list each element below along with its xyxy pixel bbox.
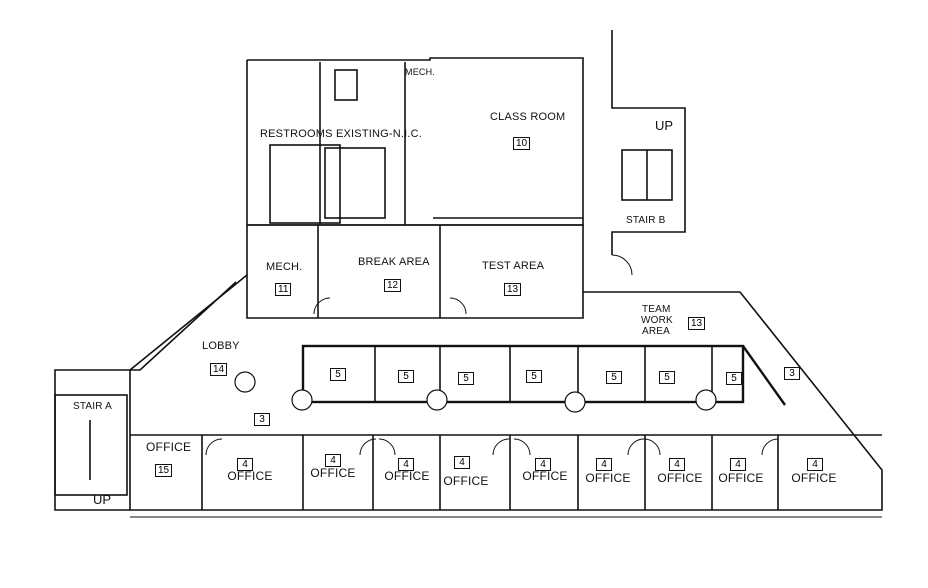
office-tag: 4	[454, 456, 470, 469]
classroom-tag: 10	[513, 137, 531, 150]
lobby-tag: 14	[210, 363, 228, 376]
break-area-tag: 12	[384, 279, 402, 292]
door-swing-break	[313, 297, 331, 315]
column-4	[564, 391, 586, 413]
door-swing-1	[205, 438, 223, 456]
test-area-label: TEST AREA	[482, 260, 545, 272]
middle-band	[246, 224, 584, 319]
office-label: OFFICE	[522, 469, 568, 483]
restrooms-label: RESTROOMS EXISTING-N.I.C.	[260, 128, 423, 140]
break-area-label: BREAK AREA	[358, 256, 430, 268]
column-1	[234, 371, 256, 393]
workstation-tag: 5	[526, 370, 542, 383]
workstation-tag: 5	[330, 368, 346, 381]
team-work-line2: WORK	[641, 315, 673, 326]
office-label: OFFICE	[310, 466, 356, 480]
workstation-tag: 5	[659, 371, 675, 384]
workstation-tag: 5	[726, 372, 742, 385]
elevator	[334, 69, 358, 101]
team-work-line3: AREA	[642, 326, 671, 337]
office-tag: 4	[730, 458, 746, 471]
door-swings	[205, 254, 779, 456]
mech-tag: 11	[275, 283, 292, 296]
door-swing-2	[359, 438, 377, 456]
door-swing-stair	[611, 254, 633, 276]
office-tag: 4	[237, 458, 253, 471]
door-swing-7	[643, 438, 661, 456]
door-swing-3	[378, 438, 396, 456]
door-swing-6	[627, 438, 645, 456]
office-15-tag: 15	[155, 464, 173, 477]
stair-a-up: UP	[93, 492, 112, 507]
column-5	[695, 389, 717, 411]
circulation-tag: 3	[254, 413, 270, 426]
office-label: OFFICE	[384, 469, 430, 483]
stair-b-walls	[611, 30, 686, 255]
office-label: OFFICE	[585, 471, 631, 485]
stair-b-up: UP	[655, 118, 674, 133]
stair-b-label: STAIR B	[626, 215, 666, 226]
stair-a-label: STAIR A	[73, 401, 113, 412]
office-tag: 4	[535, 458, 551, 471]
office-tag: 4	[596, 458, 612, 471]
restroom-stalls	[324, 147, 386, 219]
office-tag: 4	[398, 458, 414, 471]
door-swing-test	[449, 297, 467, 315]
office-label: OFFICE	[227, 469, 273, 483]
walls	[54, 30, 883, 518]
office-label: OFFICE	[718, 471, 764, 485]
office-label: OFFICE	[791, 471, 837, 485]
classroom-label: CLASS ROOM	[490, 111, 566, 123]
upper-block-outline	[246, 57, 584, 226]
door-swing-5	[513, 438, 531, 456]
office-label: OFFICE	[443, 474, 489, 488]
office-15-label: OFFICE	[146, 440, 192, 454]
door-swing-4	[492, 438, 510, 456]
pod-row	[301, 344, 745, 404]
workstation-tag: 5	[458, 372, 474, 385]
workstation-tag: 5	[398, 370, 414, 383]
test-area-tag: 13	[504, 283, 522, 296]
end-tag: 3	[784, 367, 800, 380]
door-swing-8	[761, 438, 779, 456]
office-tag: 4	[807, 458, 823, 471]
stair-a-box	[54, 394, 128, 496]
mech-top-label: MECH.	[405, 67, 435, 77]
pod-diag	[742, 345, 786, 406]
workstation-tag: 5	[606, 371, 622, 384]
mech-label: MECH.	[266, 261, 303, 273]
office-tag: 4	[669, 458, 685, 471]
team-work-tag: 13	[688, 317, 706, 330]
columns	[234, 371, 717, 413]
restroom-core	[269, 144, 341, 224]
team-work-line1: TEAM	[642, 304, 671, 315]
lobby-outline	[54, 281, 237, 511]
office-label: OFFICE	[657, 471, 703, 485]
lobby-label: LOBBY	[202, 340, 240, 352]
office-tag: 4	[325, 454, 341, 467]
column-2	[291, 389, 313, 411]
column-3	[426, 389, 448, 411]
